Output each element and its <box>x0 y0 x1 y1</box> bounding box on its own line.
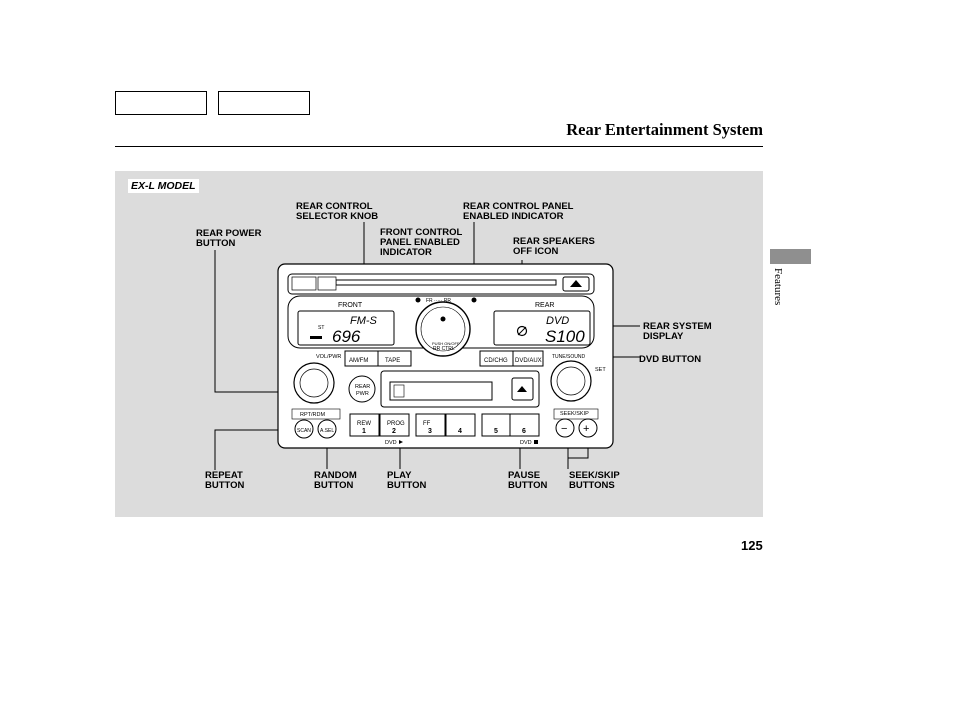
callout-dvd-button: DVD BUTTON <box>639 354 702 365</box>
tape-button <box>377 350 412 367</box>
preset-number-4: 4 <box>458 428 462 435</box>
dvd-aux-button <box>512 350 544 367</box>
signal-bar <box>310 336 322 339</box>
model-badge: EX-L MODEL <box>128 179 199 193</box>
rear-display-line2: S100 <box>545 327 585 346</box>
preset-top-label-2: PROG <box>387 421 405 427</box>
front-label: FRONT <box>338 302 363 309</box>
knob-label-2: RR CTRL <box>433 346 455 352</box>
preset-button-4[interactable] <box>445 413 476 437</box>
svg-text:A.SEL: A.SEL <box>320 428 334 434</box>
seek-skip-label: SEEK/SKIP <box>560 411 589 417</box>
rear-pwr-button <box>348 375 376 403</box>
preset-button-3[interactable] <box>415 413 446 437</box>
rear-pwr-label-1: REAR <box>355 384 370 390</box>
seek-minus-button <box>555 418 575 438</box>
anti-theft-badge <box>291 276 317 291</box>
svg-text:AM/FM: AM/FM <box>349 358 368 364</box>
preset-number-3: 3 <box>428 428 432 435</box>
preset-button-1[interactable] <box>349 413 380 437</box>
svg-text:SCAN: SCAN <box>297 428 311 434</box>
cd-logo <box>317 276 337 291</box>
front-display-line2: 696 <box>332 327 361 346</box>
page-number: 125 <box>741 538 763 553</box>
preset-number-6: 6 <box>522 428 526 435</box>
rear-pwr-label-2: PWR <box>356 391 369 397</box>
vol-label: VOL/PWR <box>316 354 341 360</box>
header-tab-box-2 <box>218 91 310 115</box>
page-title: Rear Entertainment System <box>566 120 763 139</box>
cd-slot <box>335 279 557 286</box>
header-tab-box-1 <box>115 91 207 115</box>
rear-label: REAR <box>535 302 554 309</box>
svg-text:−: − <box>561 423 567 435</box>
section-tab <box>770 249 811 264</box>
leader-repeat <box>214 429 290 470</box>
header-rule <box>115 146 763 147</box>
preset-button-6[interactable] <box>509 413 540 437</box>
preset-top-label-1: REW <box>357 421 371 427</box>
svg-text:+: + <box>583 423 589 435</box>
section-label: Features <box>772 268 784 306</box>
preset-top-label-3: FF <box>423 421 431 427</box>
svg-text:TAPE: TAPE <box>385 358 400 364</box>
knob-indicator <box>440 316 446 322</box>
tune-label: TUNE/SOUND <box>552 354 585 360</box>
front-control-indicator <box>415 297 421 303</box>
dvd-play-label: DVD <box>385 440 397 446</box>
front-display-line1: FM-S <box>350 315 378 327</box>
preset-number-1: 1 <box>362 428 366 435</box>
preset-button-2[interactable] <box>379 413 410 437</box>
rear-control-indicator <box>471 297 477 303</box>
dvd-pause-label: DVD <box>520 440 532 446</box>
rear-control-selector-knob <box>415 301 471 357</box>
rear-display-line1: DVD <box>546 315 569 327</box>
eject-icon-top <box>570 280 582 287</box>
indicator-label: FR ····· RR <box>426 298 451 304</box>
preset-number-2: 2 <box>392 428 396 435</box>
svg-text:CD/CHG: CD/CHG <box>484 358 508 364</box>
svg-text:DVD/AUX: DVD/AUX <box>515 358 542 364</box>
set-label: SET <box>595 367 606 373</box>
tape-slot <box>389 381 493 401</box>
front-display-st: ST <box>318 325 324 331</box>
seek-plus-button <box>578 418 598 438</box>
preset-number-5: 5 <box>494 428 498 435</box>
tape-eject-icon <box>517 386 527 392</box>
a-sel-button <box>317 419 337 439</box>
rear-system-display <box>493 310 591 346</box>
knob-label-1: PUSH ON/OFF <box>432 341 460 346</box>
scan-button <box>294 419 314 439</box>
rpt-rdm-label: RPT/RDM <box>300 412 325 418</box>
